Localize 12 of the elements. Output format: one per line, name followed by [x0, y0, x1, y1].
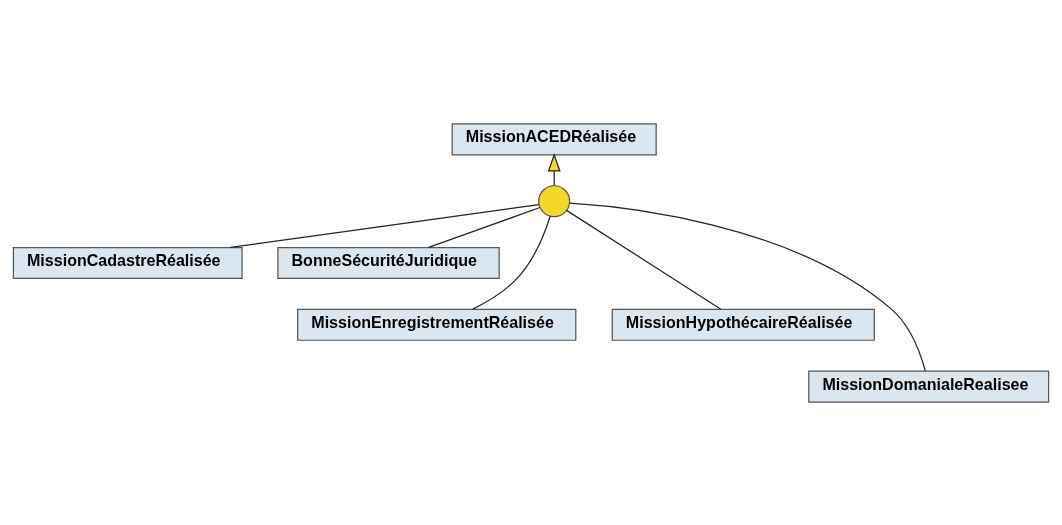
connector: [472, 215, 551, 310]
connector: [569, 202, 926, 372]
node-box: MissionEnregistrementRéalisée: [297, 308, 577, 341]
node-box: MissionCadastreRéalisée: [12, 246, 243, 279]
node-box: MissionDomanialeRealisee: [808, 370, 1050, 403]
connector: [428, 206, 541, 248]
node-box: MissionHypothécaireRéalisée: [611, 308, 875, 341]
node-circle: [538, 184, 571, 217]
connector: [566, 209, 722, 310]
connector: [229, 203, 540, 248]
node-box: BonneSécuritéJuridique: [277, 246, 500, 279]
node-box: MissionACEDRéalisée: [451, 122, 657, 155]
